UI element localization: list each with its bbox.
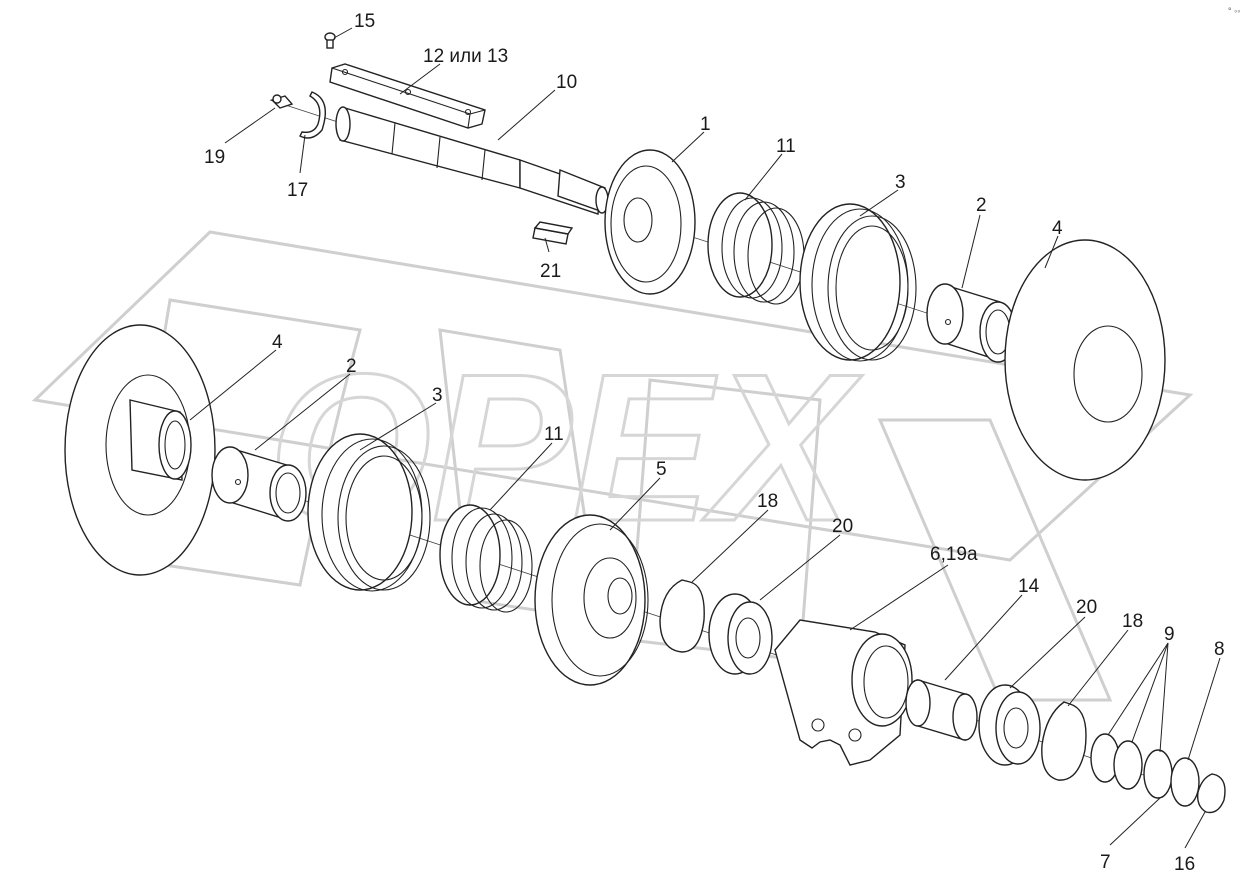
part-4-disc-upper [1004,239,1166,481]
label-4-top: 4 [1052,218,1063,239]
part-10-shaft [335,106,609,215]
label-3-top: 3 [895,172,906,193]
part-3-boot-lower [307,433,431,592]
part-12-13-key-bar [329,63,486,129]
label-12-13: 12 или 13 [423,46,508,67]
part-6-bearing-housing [774,619,913,766]
label-20-right: 20 [1076,597,1097,618]
part-11-spring-upper [707,192,805,305]
part-4-disc-lower [64,324,216,576]
leader-lines [189,27,1221,849]
part-21-key [532,221,574,245]
label-17: 17 [287,180,308,201]
part-5-pulley [534,514,649,686]
label-16: 16 [1174,854,1195,875]
part-2-bushing-upper [926,283,1017,363]
part-9-washer-b [1113,740,1143,790]
part-18-snap-ring-right [1041,701,1087,781]
label-15: 15 [354,11,375,32]
label-8: 8 [1214,639,1225,660]
label-20-mid: 20 [832,516,853,537]
part-14-sleeve [905,679,978,741]
part-labels: 15 12 или 13 10 19 17 21 1 11 3 2 4 4 2 … [204,11,1225,875]
part-1-flange-disc [604,149,696,295]
part-3-boot-upper [799,203,917,362]
label-6-19a: 6,19а [930,544,978,565]
corner-mark: ° ◦◦ [1228,6,1240,16]
label-2-top: 2 [976,195,987,216]
label-7: 7 [1100,852,1111,873]
part-16-snap-ring [1196,773,1226,814]
part-11-spring-lower [439,504,533,613]
label-10: 10 [556,72,577,93]
label-3-left: 3 [432,385,443,406]
part-18-snap-ring-mid [659,579,705,653]
part-17-snap-ring [299,91,326,139]
label-1: 1 [700,114,711,135]
part-19-grease-fitting [270,94,294,109]
label-21: 21 [540,261,561,282]
label-9: 9 [1164,624,1175,645]
part-20-bearing-right [978,684,1041,766]
label-14: 14 [1018,576,1040,597]
label-5: 5 [656,459,667,480]
part-20-bearing-mid [708,593,773,675]
label-18-right: 18 [1122,611,1143,632]
part-15-screw [324,32,336,49]
label-19: 19 [204,147,225,168]
label-4-left: 4 [272,332,283,353]
part-2-bushing-lower [211,446,307,522]
part-8-washer [1170,757,1200,807]
label-11-mid: 11 [544,424,564,445]
label-2-left: 2 [346,356,357,377]
part-9-washer-c [1143,749,1173,799]
label-11-top: 11 [776,136,796,157]
label-18-mid: 18 [757,491,778,512]
